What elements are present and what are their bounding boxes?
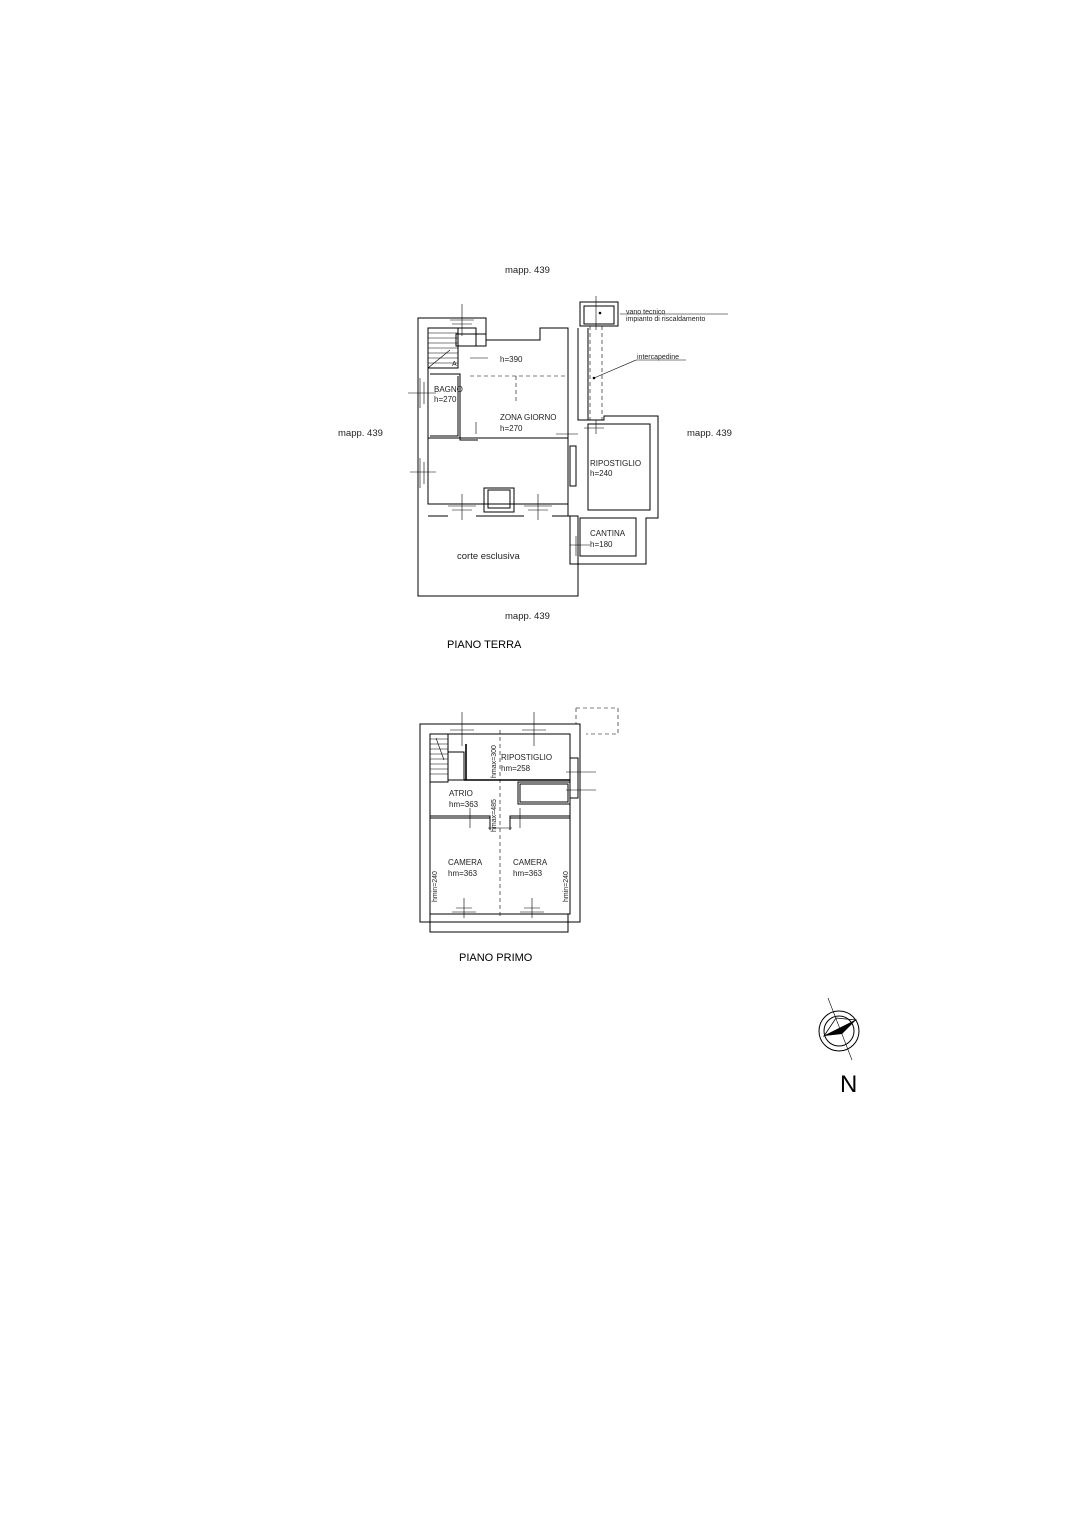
piano-primo-plan — [419, 707, 619, 933]
mapp-top-label: mapp. 439 — [505, 265, 550, 276]
impianto-label: impianto di riscaldamento — [626, 316, 705, 323]
pp-ripostiglio-height-label: hm=258 — [501, 764, 531, 773]
hmax-300-label: hmax=300 — [491, 745, 498, 778]
mapp-bottom-label: mapp. 439 — [505, 611, 550, 622]
intercapedine-label: intercapedine — [637, 354, 679, 361]
camera-1-label: CAMERA — [448, 858, 483, 867]
zona-giorno-height-label: h=270 — [500, 424, 523, 433]
hmin-right-label: hmin=240 — [563, 871, 570, 902]
mapp-right-label: mapp. 439 — [687, 428, 732, 439]
cantina-height-label: h=180 — [590, 540, 613, 549]
north-arrow-icon — [818, 997, 860, 1061]
hmin-left-label: hmin=240 — [432, 871, 439, 902]
stair-mark-label: A — [452, 361, 457, 368]
ripostiglio-label: RIPOSTIGLIO — [590, 459, 641, 468]
piano-primo-title: PIANO PRIMO — [459, 952, 533, 964]
mapp-left-label: mapp. 439 — [338, 428, 383, 439]
bagno-label: BAGNO — [434, 385, 463, 394]
zona-giorno-label: ZONA GIORNO — [500, 413, 556, 422]
h-390-label: h=390 — [500, 355, 523, 364]
ripostiglio-height-label: h=240 — [590, 469, 613, 478]
corte-label: corte esclusiva — [457, 551, 521, 562]
north-label: N — [840, 1071, 857, 1098]
cantina-label: CANTINA — [590, 529, 626, 538]
atrio-height-label: hm=363 — [449, 800, 479, 809]
camera-2-label: CAMERA — [513, 858, 548, 867]
piano-terra-plan — [408, 296, 728, 597]
camera-1-height-label: hm=363 — [448, 869, 478, 878]
camera-2-height-label: hm=363 — [513, 869, 543, 878]
pp-ripostiglio-label: RIPOSTIGLIO — [501, 753, 552, 762]
atrio-label: ATRIO — [449, 789, 473, 798]
bagno-height-label: h=270 — [434, 395, 457, 404]
piano-terra-title: PIANO TERRA — [447, 639, 522, 651]
hmax-485-label: hmax=485 — [491, 799, 498, 832]
vano-tecnico-label: vano tecnico — [626, 309, 665, 316]
